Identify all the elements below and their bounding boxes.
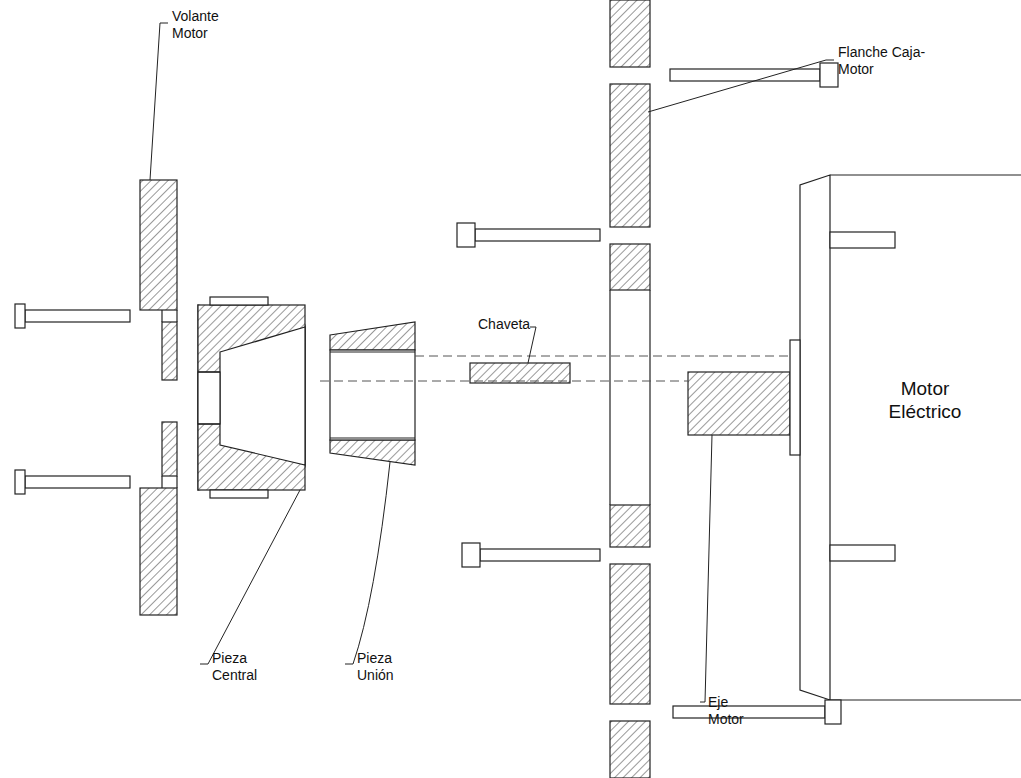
part-label: Pieza Unión (357, 650, 417, 684)
part-label: Eje Motor (708, 694, 758, 728)
flange (610, 0, 650, 778)
part-label: Volante Motor (172, 8, 242, 42)
part-label: Flanche Caja-Motor (838, 44, 948, 78)
dashed-lines (320, 356, 790, 381)
central-piece (198, 297, 305, 498)
flywheel (140, 180, 177, 615)
leader-lines (150, 23, 834, 702)
part-label: Chaveta (478, 316, 558, 333)
part-label: Pieza Central (212, 650, 272, 684)
union-piece (330, 322, 415, 465)
motor-label-box: Motor Eléctrico (862, 371, 988, 429)
motor-label: Motor Eléctrico (870, 377, 980, 423)
bolts (15, 63, 841, 724)
key (470, 363, 570, 383)
motor-body (790, 175, 1021, 700)
motor-shaft (688, 372, 790, 435)
